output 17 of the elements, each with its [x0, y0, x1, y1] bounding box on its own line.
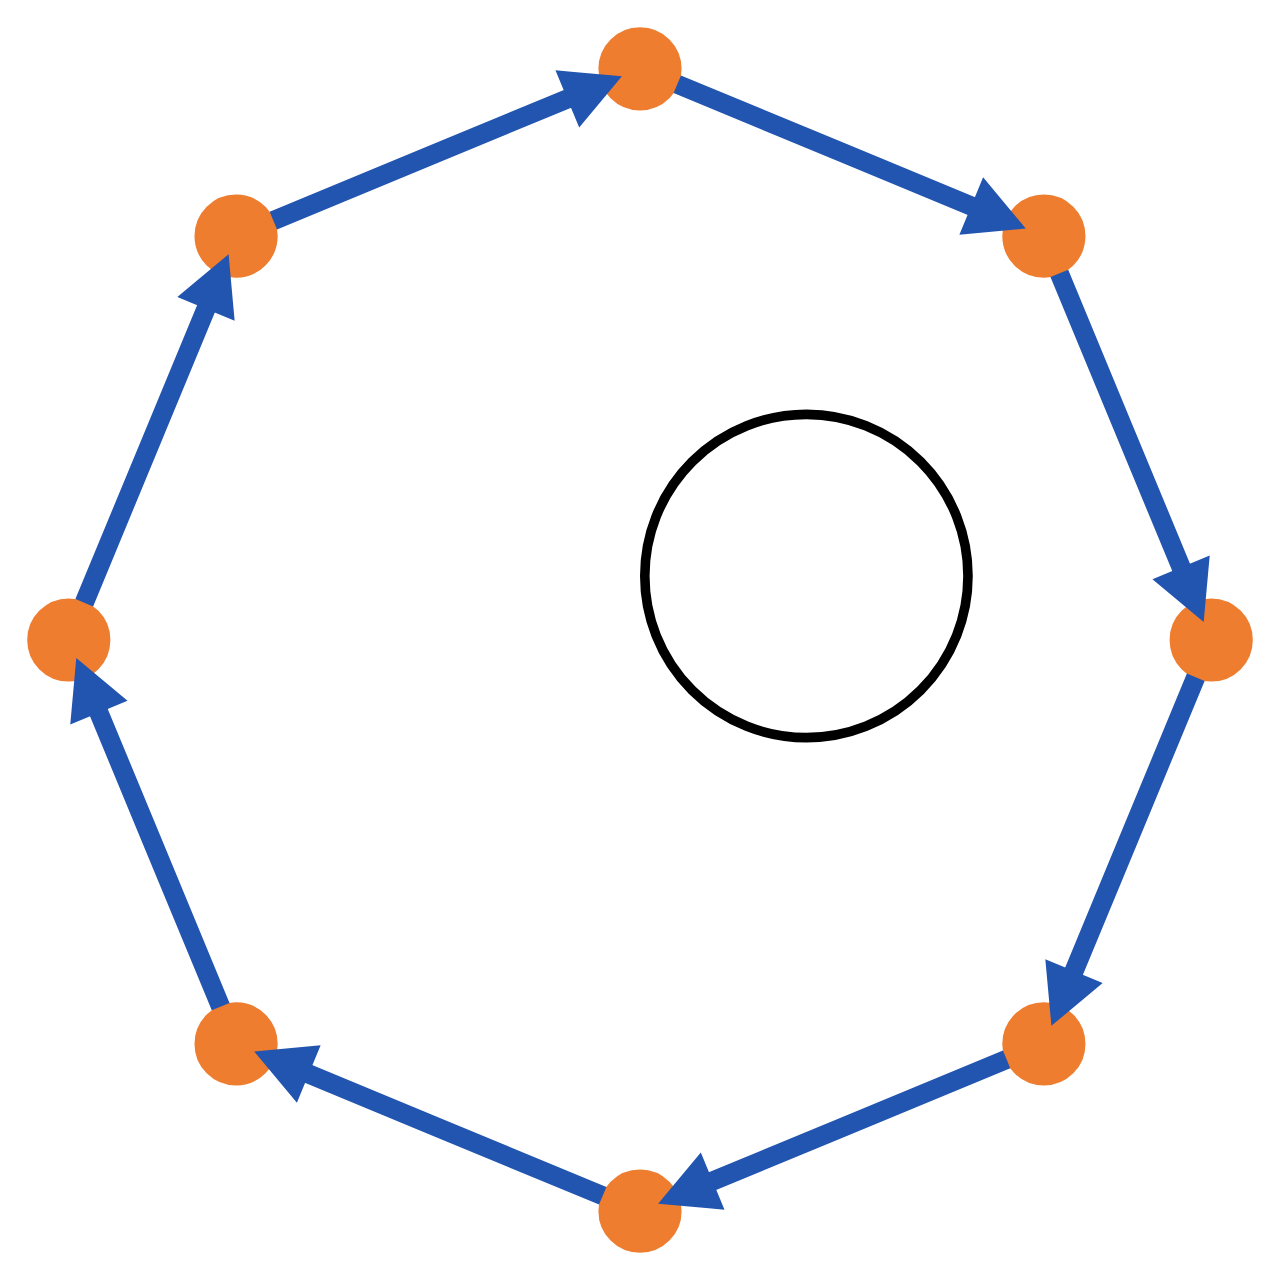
arrow — [70, 658, 230, 1011]
node-circle — [194, 194, 278, 278]
arrow — [269, 70, 622, 230]
node-circle — [194, 1002, 278, 1086]
node-circle — [1169, 598, 1253, 682]
arrow — [1050, 269, 1210, 622]
arrow — [673, 75, 1026, 235]
node-circle — [640, 409, 973, 743]
arrow — [1045, 673, 1205, 1026]
arrow — [75, 254, 235, 607]
node-circle — [598, 1169, 682, 1253]
node-circle — [1002, 1002, 1086, 1086]
node-circle — [27, 598, 111, 682]
arrow — [658, 1050, 1011, 1210]
arrow — [254, 1045, 607, 1205]
node-circle — [1002, 194, 1086, 278]
node-circle — [598, 27, 682, 111]
